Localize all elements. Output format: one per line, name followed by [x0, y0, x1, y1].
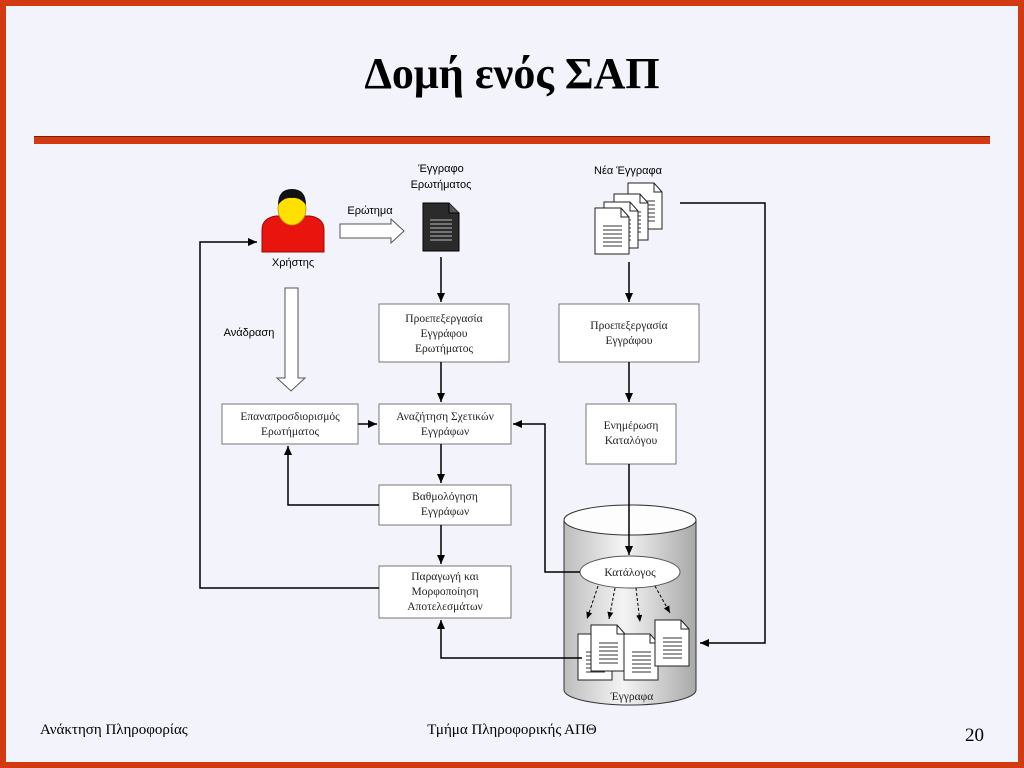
- query-doc-label-line2: Ερωτήματος: [411, 179, 472, 191]
- svg-text:Παραγωγή και: Παραγωγή και: [411, 571, 479, 583]
- box-output: Παραγωγή και Μορφοποίηση Αποτελεσμάτων: [378, 565, 512, 619]
- svg-text:Μορφοποίηση: Μορφοποίηση: [412, 586, 479, 598]
- query-arrow: [339, 217, 405, 245]
- box-ranking: Βαθμολόγηση Εγγράφων: [378, 484, 512, 526]
- svg-text:Ερωτήματος: Ερωτήματος: [261, 426, 320, 438]
- svg-text:Επαναπροσδιορισμός: Επαναπροσδιορισμός: [240, 411, 340, 423]
- query-document-icon: [422, 202, 460, 252]
- catalog-ellipse: Κατάλογος: [579, 555, 681, 589]
- box-update-catalog: Ενημέρωση Καταλόγου: [585, 403, 677, 465]
- slide-title: Δομή ενός ΣΑΠ: [364, 49, 660, 98]
- svg-text:Εγγράφων: Εγγράφων: [421, 506, 469, 518]
- new-documents-icon: [594, 182, 663, 255]
- query-doc-label-line1: Έγγραφο: [417, 163, 464, 175]
- box-reformulation: Επαναπροσδιορισμός Ερωτήματος: [221, 403, 359, 445]
- svg-text:Εγγράφου: Εγγράφου: [605, 335, 652, 347]
- box-search: Αναζήτηση Σχετικών Εγγράφων: [378, 403, 512, 445]
- feedback-arrow: [275, 287, 307, 392]
- footer-course: Ανάκτηση Πληροφορίας: [40, 722, 188, 738]
- footer-department: Τμήμα Πληροφορικής ΑΠΘ: [427, 722, 597, 738]
- svg-text:Βαθμολόγηση: Βαθμολόγηση: [412, 491, 478, 503]
- title-rule: [34, 137, 990, 144]
- svg-text:Εγγράφου: Εγγράφου: [420, 328, 467, 340]
- catalog-label: Κατάλογος: [604, 567, 656, 579]
- feedback-label: Ανάδραση: [224, 327, 275, 339]
- new-docs-label: Νέα Έγγραφα: [594, 165, 663, 177]
- user-icon: [261, 189, 325, 253]
- user-label: Χρήστης: [272, 257, 314, 269]
- svg-text:Εγγράφων: Εγγράφων: [421, 426, 469, 438]
- svg-text:Ερωτήματος: Ερωτήματος: [415, 343, 474, 355]
- svg-text:Προεπεξεργασία: Προεπεξεργασία: [590, 320, 667, 332]
- svg-text:Ενημέρωση: Ενημέρωση: [604, 420, 659, 432]
- connectors: [199, 202, 766, 659]
- svg-text:Καταλόγου: Καταλόγου: [605, 435, 658, 447]
- svg-text:Αναζήτηση Σχετικών: Αναζήτηση Σχετικών: [396, 411, 494, 423]
- query-label: Ερώτημα: [347, 205, 393, 217]
- documents-label: Έγγραφα: [610, 691, 654, 703]
- page-number: 20: [965, 725, 984, 746]
- svg-text:Προεπεξεργασία: Προεπεξεργασία: [405, 313, 482, 325]
- box-preprocess-query: Προεπεξεργασία Εγγράφου Ερωτήματος: [378, 303, 510, 363]
- box-preprocess-doc: Προεπεξεργασία Εγγράφου: [558, 303, 700, 363]
- svg-text:Αποτελεσμάτων: Αποτελεσμάτων: [407, 601, 483, 613]
- catalog-document-links: [586, 585, 671, 623]
